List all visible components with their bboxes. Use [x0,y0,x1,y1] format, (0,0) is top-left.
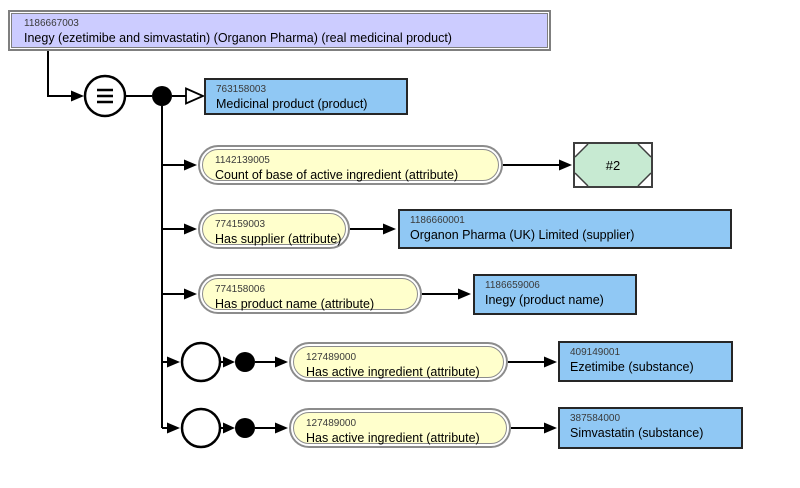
arrowhead-icon [223,422,235,434]
attribute-term: Has active ingredient (attribute) [306,365,480,379]
sctid: 774158006 [215,284,266,295]
arrowhead-icon [275,356,288,368]
attribute-node-has-product-name: 774158006 Has product name (attribute) [198,274,422,314]
attribute-body: 774159003 Has supplier (attribute) [202,213,346,246]
attribute-node-has-active-ingredient-1: 127489000 Has active ingredient (attribu… [289,342,508,382]
concrete-value-node: #2 [573,142,653,188]
sctid: 387584000 [570,413,621,424]
sctid: 1186660001 [410,215,465,226]
concept-term: Organon Pharma (UK) Limited (supplier) [410,228,635,242]
sctid: 1142139005 [215,155,270,166]
conjunction-dot-icon [152,86,172,106]
arrowhead-icon [544,356,557,368]
attribute-term: Has supplier (attribute) [215,232,342,246]
is-a-arrow-icon [185,87,206,105]
concept-term: Simvastatin (substance) [570,426,704,440]
definition-status-equivalent-icon [83,74,127,118]
arrowhead-icon [275,422,288,434]
connector-lines [47,51,560,429]
concept-term: Ezetimibe (substance) [570,360,694,374]
concept-term: Inegy (ezetimibe and simvastatin) (Organ… [24,31,452,45]
arrowhead-icon [458,288,471,300]
sctid: 1186659006 [485,280,540,291]
attribute-node-has-active-ingredient-2: 127489000 Has active ingredient (attribu… [289,408,511,448]
arrowhead-icon [184,223,197,235]
solid-arrowhead-icons [71,90,572,434]
arrowhead-icon [167,422,180,434]
attribute-term: Count of base of active ingredient (attr… [215,168,459,182]
root-connector-line [47,51,71,97]
conjunction-dot-icon [235,352,255,372]
attribute-node-count-of-base: 1142139005 Count of base of active ingre… [198,145,503,185]
root-concept-body: 1186667003 Inegy (ezetimibe and simvasta… [11,13,548,48]
target-node-product-name: 1186659006 Inegy (product name) [473,274,637,315]
attribute-body: 1142139005 Count of base of active ingre… [202,149,499,182]
sctid: 1186667003 [24,18,79,29]
target-node-supplier: 1186660001 Organon Pharma (UK) Limited (… [398,209,732,249]
attribute-node-has-supplier: 774159003 Has supplier (attribute) [198,209,350,249]
root-concept-node: 1186667003 Inegy (ezetimibe and simvasta… [8,10,551,51]
parent-concept-node: 763158003 Medicinal product (product) [204,78,408,115]
arrowhead-icon [71,90,84,102]
arrowhead-icon [383,223,396,235]
arrowhead-icon [559,159,572,171]
arrowhead-icon [184,159,197,171]
attribute-body: 774158006 Has product name (attribute) [202,278,418,311]
arrowhead-icon [167,356,180,368]
concept-term: Inegy (product name) [485,293,604,307]
role-group-icon [180,341,222,383]
conjunction-dot-icon [235,418,255,438]
role-group-icon [180,407,222,449]
target-node-ezetimibe: 409149001 Ezetimibe (substance) [558,341,733,382]
sctid: 763158003 [216,84,267,95]
arrowhead-icon [184,288,197,300]
arrowhead-icon [223,356,235,368]
concrete-value-text: #2 [605,157,621,173]
sctid: 127489000 [306,418,357,429]
target-node-simvastatin: 387584000 Simvastatin (substance) [558,407,743,449]
sctid: 409149001 [570,347,621,358]
attribute-body: 127489000 Has active ingredient (attribu… [293,412,507,445]
attribute-body: 127489000 Has active ingredient (attribu… [293,346,504,379]
attribute-term: Has product name (attribute) [215,297,375,311]
concrete-value-shape [573,142,653,188]
sctid: 774159003 [215,219,266,230]
attribute-term: Has active ingredient (attribute) [306,431,480,445]
sctid: 127489000 [306,352,357,363]
arrowhead-icon [544,422,557,434]
concept-term: Medicinal product (product) [216,97,368,111]
